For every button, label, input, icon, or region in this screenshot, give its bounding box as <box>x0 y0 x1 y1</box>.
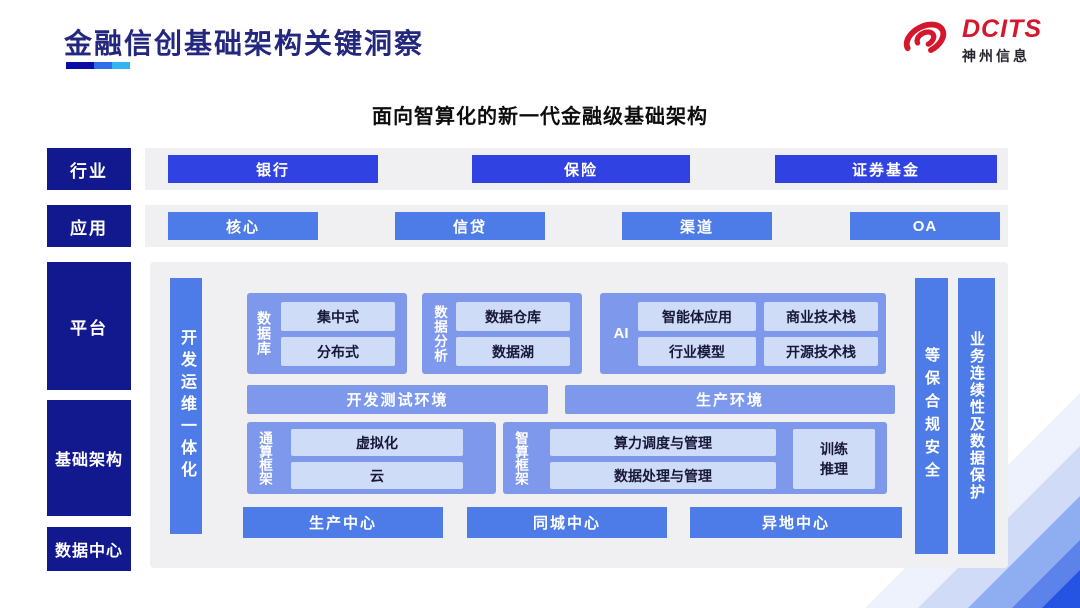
compute-item-virtualization: 虚拟化 <box>291 429 463 456</box>
industry-lane: 银行 保险 证券基金 <box>145 148 1008 190</box>
title-accent-bar <box>66 62 130 69</box>
general-compute-label: 通算框架 <box>257 431 272 485</box>
ai-compute-item-train-infer: 训练推理 <box>793 429 875 489</box>
env-production: 生产环境 <box>565 385 895 414</box>
app-block-oa: OA <box>850 212 1000 240</box>
diagram-title: 面向智算化的新一代金融级基础架构 <box>372 106 708 128</box>
sidebar-item-application: 应用 <box>47 205 131 247</box>
database-item-centralized: 集中式 <box>281 302 395 331</box>
ai-item-commercial-stack: 商业技术栈 <box>764 302 878 331</box>
env-dev-test: 开发测试环境 <box>247 385 548 414</box>
train-infer-text: 训练推理 <box>820 440 848 477</box>
ai-compute-label: 智算框架 <box>513 431 528 485</box>
ai-item-industry-model: 行业模型 <box>638 337 756 366</box>
compute-item-cloud: 云 <box>291 462 463 489</box>
app-block-core: 核心 <box>168 212 318 240</box>
app-block-channel: 渠道 <box>622 212 772 240</box>
business-continuity-bar: 业务连续性及数据保护 <box>958 278 995 554</box>
application-lane: 核心 信贷 渠道 OA <box>145 205 1008 247</box>
accent-segment-light <box>112 62 130 69</box>
platform-panel: 开发运维一体化 数据库 集中式 分布式 数据分析 数据仓库 数据湖 AI 智能体… <box>150 262 1008 568</box>
devops-vertical-bar: 开发运维一体化 <box>170 278 202 534</box>
accent-segment-mid <box>94 62 112 69</box>
general-compute-group: 通算框架 虚拟化 云 <box>247 422 496 494</box>
stripe-4 <box>1012 540 1080 608</box>
ai-compute-group: 智算框架 算力调度与管理 数据处理与管理 训练推理 <box>503 422 887 494</box>
analytics-item-lake: 数据湖 <box>456 337 570 366</box>
ai-item-agent-app: 智能体应用 <box>638 302 756 331</box>
analytics-group: 数据分析 数据仓库 数据湖 <box>422 293 582 374</box>
security-compliance-bar: 等保合规安全 <box>915 278 948 554</box>
database-group: 数据库 集中式 分布式 <box>247 293 407 374</box>
industry-block-insurance: 保险 <box>472 155 690 183</box>
database-group-label: 数据库 <box>256 311 272 356</box>
company-logo: DCITS 神州信息 <box>897 16 1042 67</box>
app-block-credit: 信贷 <box>395 212 545 240</box>
sidebar-item-industry: 行业 <box>47 148 131 190</box>
analytics-group-label: 数据分析 <box>432 304 447 363</box>
ai-compute-item-scheduling: 算力调度与管理 <box>550 429 776 456</box>
center-same-city: 同城中心 <box>467 507 667 538</box>
center-production: 生产中心 <box>243 507 443 538</box>
industry-block-bank: 银行 <box>168 155 378 183</box>
database-item-distributed: 分布式 <box>281 337 395 366</box>
dcits-swirl-icon <box>897 16 953 67</box>
logo-company-text: 神州信息 <box>962 48 1030 64</box>
ai-compute-item-dataproc: 数据处理与管理 <box>550 462 776 489</box>
sidebar-item-platform: 平台 <box>47 262 131 390</box>
stripe-5 <box>1042 570 1080 608</box>
ai-group: AI 智能体应用 商业技术栈 行业模型 开源技术栈 <box>600 293 886 374</box>
industry-block-securities: 证券基金 <box>775 155 997 183</box>
sidebar-item-infrastructure: 基础架构 <box>47 400 131 516</box>
analytics-item-warehouse: 数据仓库 <box>456 302 570 331</box>
ai-item-opensource-stack: 开源技术栈 <box>764 337 878 366</box>
accent-segment-dark <box>66 62 94 69</box>
logo-brand-text: DCITS <box>962 15 1042 43</box>
page-title: 金融信创基础架构关键洞察 <box>64 28 425 59</box>
center-remote: 异地中心 <box>690 507 902 538</box>
sidebar-item-datacenter: 数据中心 <box>47 527 131 571</box>
ai-group-label: AI <box>613 325 629 342</box>
